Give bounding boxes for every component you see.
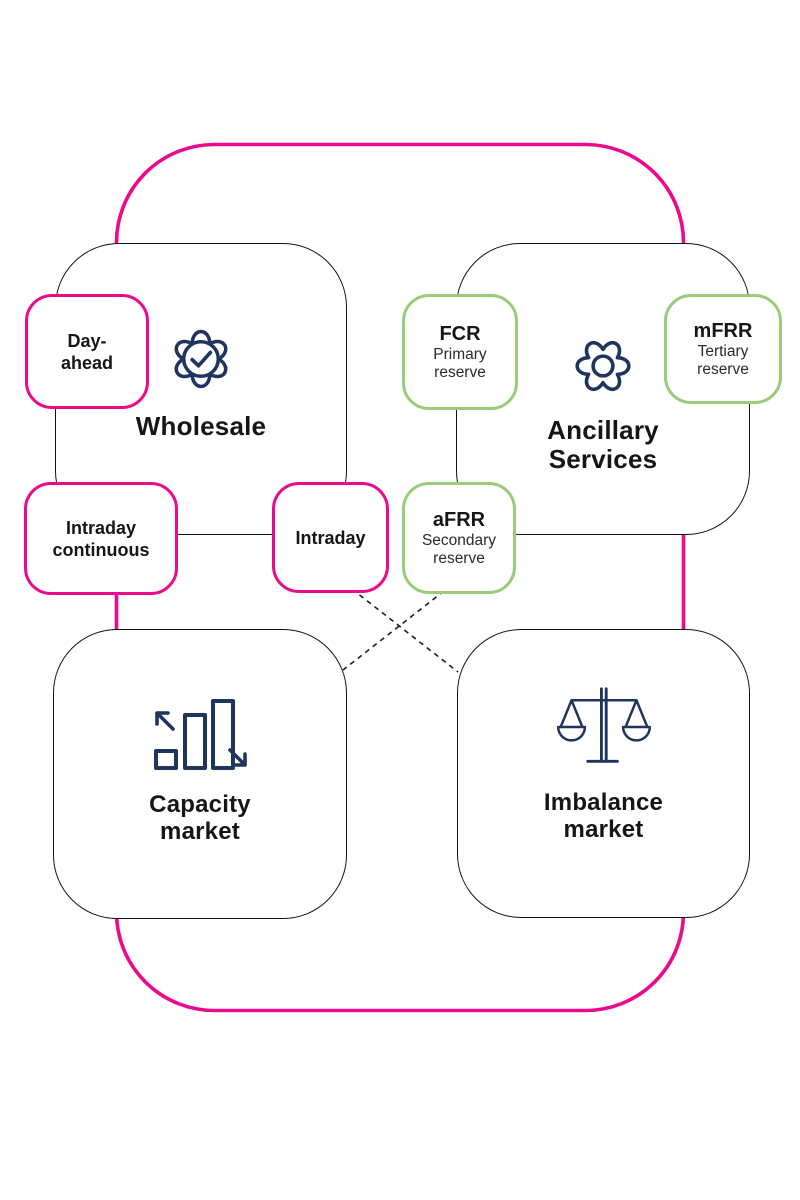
imbalance-market-title: Imbalance market xyxy=(458,789,749,843)
afrr-tag: aFRR Secondary reserve xyxy=(402,482,516,594)
ancillary-services-title: Ancillary Services xyxy=(457,416,749,474)
imbalance-title-line2: market xyxy=(563,816,644,843)
bar-chart-trend-icon xyxy=(54,694,346,774)
ancillary-title-line1: Ancillary xyxy=(547,415,659,445)
day-ahead-tag: Day- ahead xyxy=(25,294,149,409)
mfrr-desc-line2: reserve xyxy=(697,361,749,378)
imbalance-market-box: Imbalance market xyxy=(457,629,750,918)
afrr-desc-line2: reserve xyxy=(433,550,485,567)
intraday-label: Intraday xyxy=(295,527,366,548)
ancillary-title-line2: Services xyxy=(548,444,658,474)
day-ahead-label-line2: ahead xyxy=(60,352,114,373)
intraday-tag: Intraday xyxy=(272,482,389,593)
mfrr-desc-line1: Tertiary xyxy=(697,343,749,360)
capacity-market-box: Capacity market xyxy=(53,629,347,919)
wholesale-title: Wholesale xyxy=(135,411,267,441)
imbalance-title-line1: Imbalance xyxy=(543,789,664,816)
fcr-tag: FCR Primary reserve xyxy=(402,294,518,410)
mfrr-code: mFRR xyxy=(693,320,753,342)
mfrr-tag: mFRR Tertiary reserve xyxy=(664,294,782,404)
balance-scale-icon xyxy=(458,685,749,769)
fcr-code: FCR xyxy=(439,323,481,345)
day-ahead-label-line1: Day- xyxy=(67,330,107,351)
intraday-continuous-tag: Intraday continuous xyxy=(24,482,178,595)
fcr-desc-line1: Primary xyxy=(433,346,487,363)
intraday-to-imbalance-dashed-link xyxy=(351,588,459,673)
intraday-continuous-label-line1: Intraday xyxy=(65,517,137,538)
afrr-code: aFRR xyxy=(432,509,486,531)
capacity-title-line2: market xyxy=(160,818,240,845)
fcr-desc-line2: reserve xyxy=(434,364,486,381)
afrr-to-capacity-dashed-link xyxy=(342,590,445,671)
capacity-title-line1: Capacity xyxy=(149,791,251,818)
capacity-market-title: Capacity market xyxy=(54,791,346,845)
intraday-continuous-label-line2: continuous xyxy=(52,539,150,560)
afrr-desc-line1: Secondary xyxy=(421,532,497,549)
